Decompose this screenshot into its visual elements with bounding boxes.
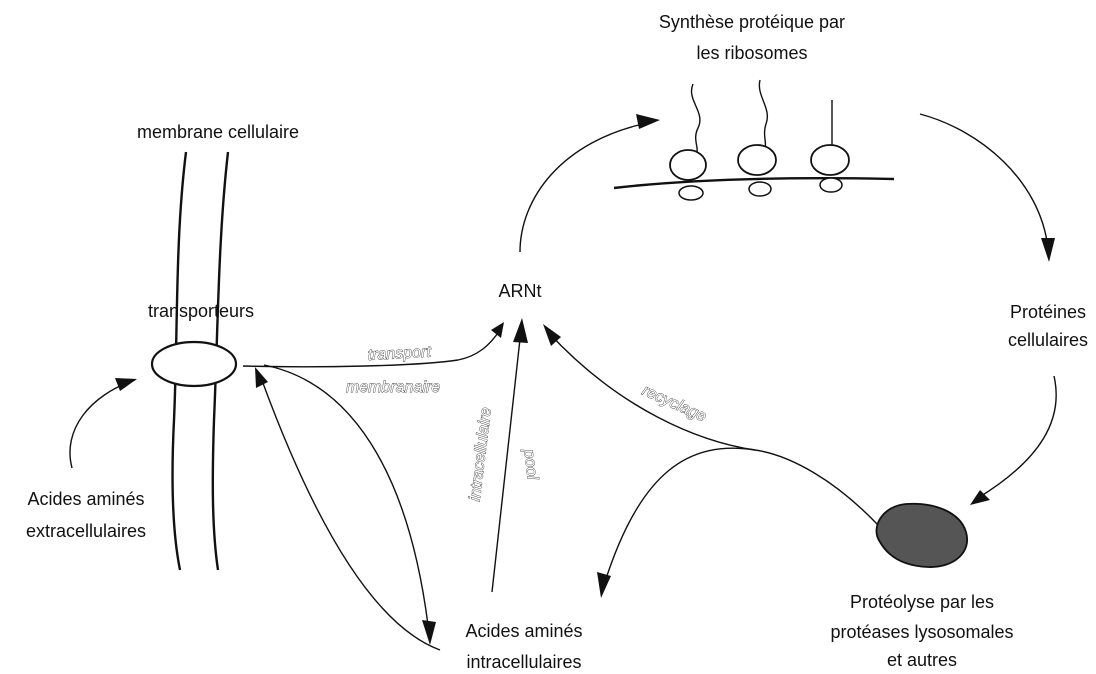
membrane-outer-line <box>171 151 188 571</box>
arrow-arnt-to-ribosomes <box>519 121 653 253</box>
label-proteines-line1: Protéines <box>1010 302 1086 322</box>
arrowhead-pool-to-arnt <box>513 318 528 343</box>
transporter-ellipse <box>150 340 238 388</box>
edge-label-pool: pool <box>520 447 541 481</box>
label-aa-intra-line2: intracellulaires <box>466 652 581 672</box>
arrow-transporter-to-arnt <box>242 329 501 368</box>
arrow-pool-to-arnt <box>491 329 522 593</box>
arrows <box>69 113 1057 651</box>
arrow-ribosomes-to-proteins <box>919 113 1049 249</box>
label-membrane: membrane cellulaire <box>137 122 299 142</box>
label-proteines-line2: cellulaires <box>1008 330 1088 350</box>
arrowhead-transporter-to-intra <box>422 620 436 645</box>
lysosome-blob <box>875 502 969 568</box>
arrowhead-proteins-to-lysosome <box>970 490 990 505</box>
arrowheads <box>115 114 1055 645</box>
arrowhead-recyclage-branch <box>597 572 611 598</box>
label-synthese-line2: les ribosomes <box>696 43 807 63</box>
mrna-strand-1 <box>690 83 701 156</box>
arrowhead-ribosomes-to-proteins <box>1041 238 1055 262</box>
membrane-inner-line <box>211 151 230 571</box>
arrowhead-arnt-to-ribosomes <box>636 114 660 129</box>
edge-label-transport: transport <box>367 344 431 364</box>
label-aa-intra-line1: Acides aminés <box>465 621 582 641</box>
arrowhead-transporter-to-arnt <box>491 322 504 338</box>
mrna-strand-2 <box>758 79 768 151</box>
ribosome-3 <box>810 100 850 193</box>
label-proteolyse-line2: protéases lysosomales <box>830 622 1013 642</box>
label-aa-extra-line2: extracellulaires <box>26 521 146 541</box>
cell-membrane <box>150 151 238 571</box>
arrowhead-extra-to-transporter <box>115 378 137 391</box>
arrow-recyclage-branch <box>603 447 756 586</box>
edge-label-intracellulaire: intracellulaire <box>467 406 495 502</box>
arrow-extra-to-transporter <box>69 379 136 469</box>
ribosome-2 <box>737 79 777 197</box>
endoplasmic-reticulum-line <box>613 176 895 190</box>
label-arnt: ARNt <box>498 281 541 301</box>
label-proteolyse-line1: Protéolyse par les <box>850 592 994 612</box>
edge-label-membranaire: membranaire <box>346 379 440 396</box>
arrowhead-intra-to-transporter <box>255 367 268 388</box>
label-aa-extra-line1: Acides aminés <box>27 489 144 509</box>
edge-label-recyclage: recyclage <box>639 382 709 425</box>
arrow-proteins-to-lysosome <box>977 375 1057 499</box>
arrow-transporter-to-intra <box>263 364 429 626</box>
arrow-recyclage <box>547 331 879 526</box>
arrowhead-recyclage <box>543 324 561 346</box>
label-proteolyse-line3: et autres <box>887 650 957 670</box>
arrow-intra-to-transporter <box>259 374 441 651</box>
ribosome-1 <box>669 83 707 201</box>
ribosomes <box>613 79 895 201</box>
label-transporteurs: transporteurs <box>148 301 254 321</box>
label-synthese-line1: Synthèse protéique par <box>659 12 845 32</box>
